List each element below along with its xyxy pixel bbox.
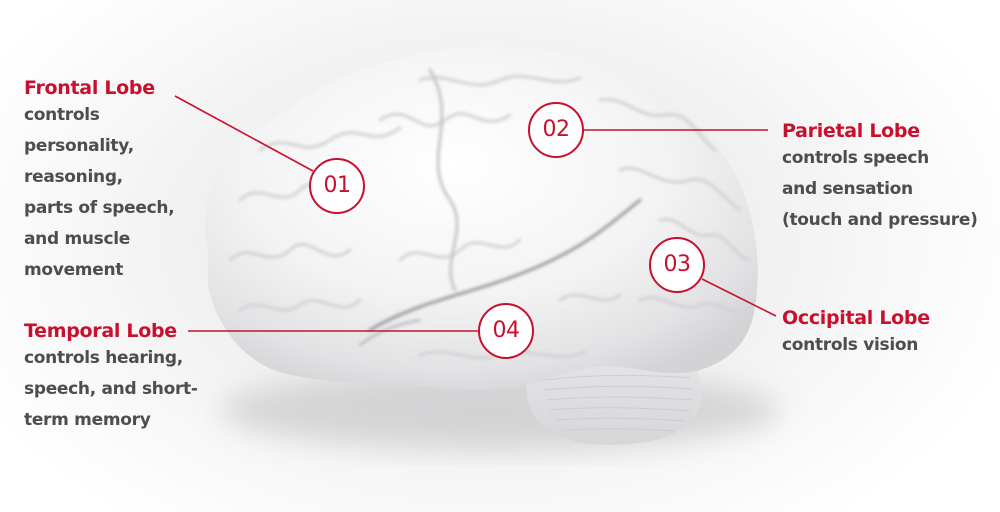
- leader-lines: [174, 95, 777, 332]
- frontal-lobe-label: Frontal Lobe controls personality, reaso…: [24, 76, 175, 286]
- cerebellum-folds: [544, 374, 693, 432]
- occipital-lobe-description: controls vision: [782, 335, 919, 355]
- occipital-lobe-title: Occipital Lobe: [782, 307, 930, 329]
- leader-line-frontal: [174, 95, 314, 172]
- parietal-lobe-title: Parietal Lobe: [782, 120, 920, 142]
- parietal-lobe-description: controls speech and sensation (touch and…: [782, 148, 978, 230]
- marker-01: 01: [309, 158, 365, 214]
- leader-line-occipital: [701, 278, 777, 317]
- occipital-lobe-label: Occipital Lobe controls vision: [782, 306, 930, 361]
- temporal-lobe-title: Temporal Lobe: [24, 320, 177, 342]
- cerebrum-shape: [205, 45, 758, 390]
- marker-02: 02: [528, 102, 584, 158]
- frontal-lobe-title: Frontal Lobe: [24, 77, 155, 99]
- lateral-sulcus: [368, 198, 642, 332]
- marker-03: 03: [649, 237, 705, 293]
- central-sulcus: [428, 68, 459, 292]
- temporal-lobe-description: controls hearing, speech, and short- ter…: [24, 348, 198, 430]
- marker-04: 04: [478, 303, 534, 359]
- frontal-lobe-description: controls personality, reasoning, parts o…: [24, 105, 175, 280]
- parietal-lobe-label: Parietal Lobe controls speech and sensat…: [782, 119, 978, 236]
- temporal-lobe-label: Temporal Lobe controls hearing, speech, …: [24, 319, 198, 436]
